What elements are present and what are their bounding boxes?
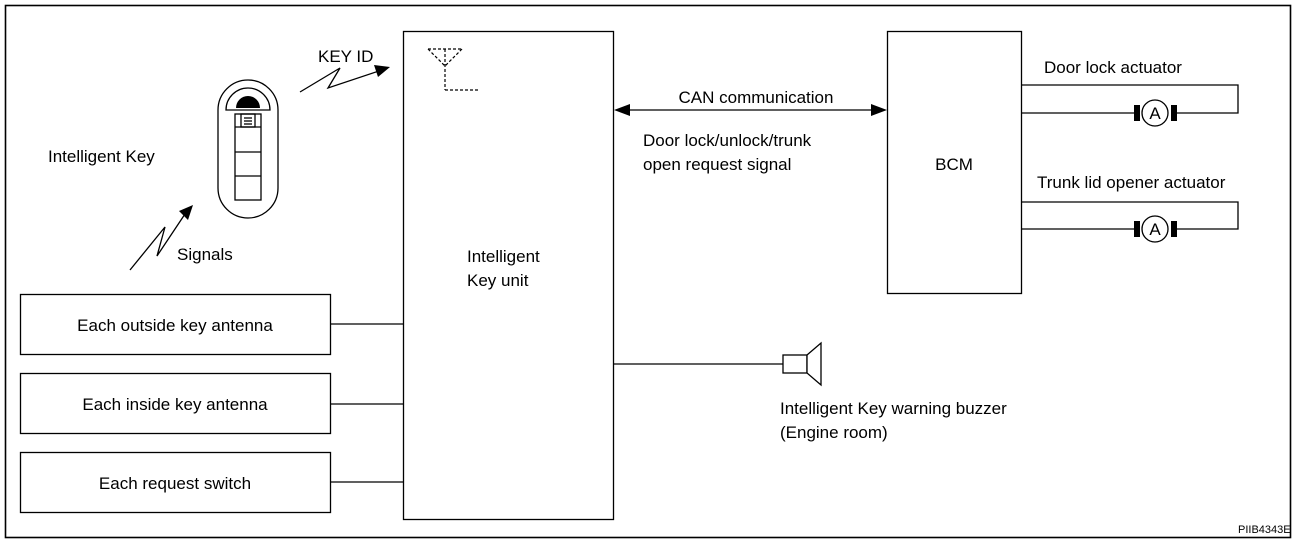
intelligent-key-unit-box	[402, 30, 615, 521]
door-lock-actuator-label: Door lock actuator	[1044, 58, 1182, 77]
signals-label: Signals	[177, 245, 233, 264]
trunk-lid-opener-label: Trunk lid opener actuator	[1037, 173, 1226, 192]
figure-code: PIIB4343E	[1238, 524, 1291, 536]
key-unit-label-line1: Intelligent	[467, 247, 540, 266]
trunk-lid-actuator-circuit	[1022, 201, 1239, 243]
door-lock-actuator-circuit	[1022, 84, 1239, 127]
svg-text:Each inside key antenna: Each inside key antenna	[82, 395, 268, 414]
buzzer-label-line2: (Engine room)	[780, 423, 888, 442]
svg-text:Each request switch: Each request switch	[99, 474, 251, 493]
intelligent-key-fob-icon	[217, 79, 279, 219]
buzzer-label-line1: Intelligent Key warning buzzer	[780, 399, 1007, 418]
antenna-box-outside: Each outside key antenna	[19, 293, 332, 356]
key-id-signal-arrow	[299, 65, 390, 93]
antenna-icon	[427, 48, 480, 91]
can-communication-label: CAN communication	[679, 88, 834, 107]
intelligent-key-label: Intelligent Key	[48, 147, 155, 166]
can-signal-line1: Door lock/unlock/trunk	[643, 131, 812, 150]
bcm-label: BCM	[935, 155, 973, 174]
door-lock-motor-icon: A	[1149, 104, 1161, 123]
key-unit-label-line2: Key unit	[467, 271, 529, 290]
key-id-label: KEY ID	[318, 47, 373, 66]
request-switch-box: Each request switch	[19, 451, 332, 514]
diagram-border	[4, 4, 1292, 539]
trunk-lid-motor-icon: A	[1149, 220, 1161, 239]
bcm-box	[886, 30, 1023, 295]
buzzer-icon	[782, 341, 822, 387]
can-signal-line2: open request signal	[643, 155, 791, 174]
antenna-box-inside: Each inside key antenna	[19, 372, 332, 435]
can-communication-arrow	[614, 104, 887, 116]
signals-arrow	[129, 205, 193, 271]
svg-text:Each outside key antenna: Each outside key antenna	[77, 316, 273, 335]
